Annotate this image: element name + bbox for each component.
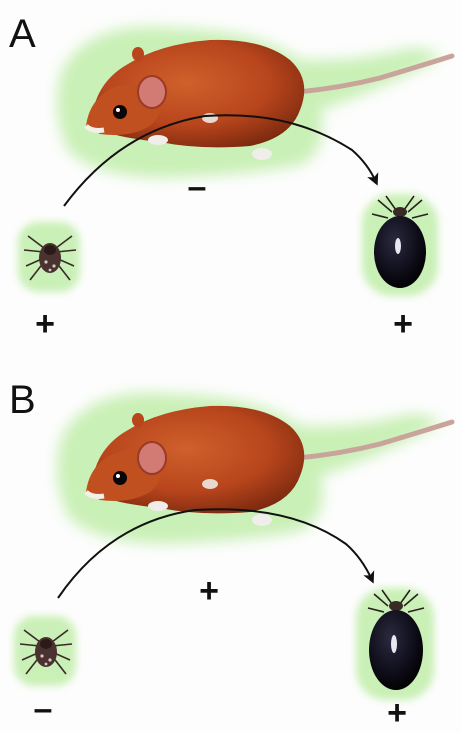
engorged-tick-icon (362, 194, 438, 296)
panel-label-a: A (9, 14, 36, 54)
engorged-tick-infection-sign: + (382, 696, 412, 730)
mouse-infection-sign: + (194, 574, 224, 608)
nymph-tick-icon (18, 222, 80, 292)
engorged-tick-infection-sign: + (388, 307, 418, 341)
mouse-infection-sign: – (182, 170, 212, 204)
panel-label-b: B (9, 380, 36, 420)
nymph-infection-sign: – (28, 692, 58, 726)
engorged-tick-icon (356, 588, 434, 700)
panel-a: A – + + (0, 0, 461, 365)
panel-b: B + – + (0, 366, 461, 731)
nymph-tick-icon (14, 616, 76, 686)
nymph-infection-sign: + (30, 307, 60, 341)
panel-b-illustration (0, 366, 461, 731)
